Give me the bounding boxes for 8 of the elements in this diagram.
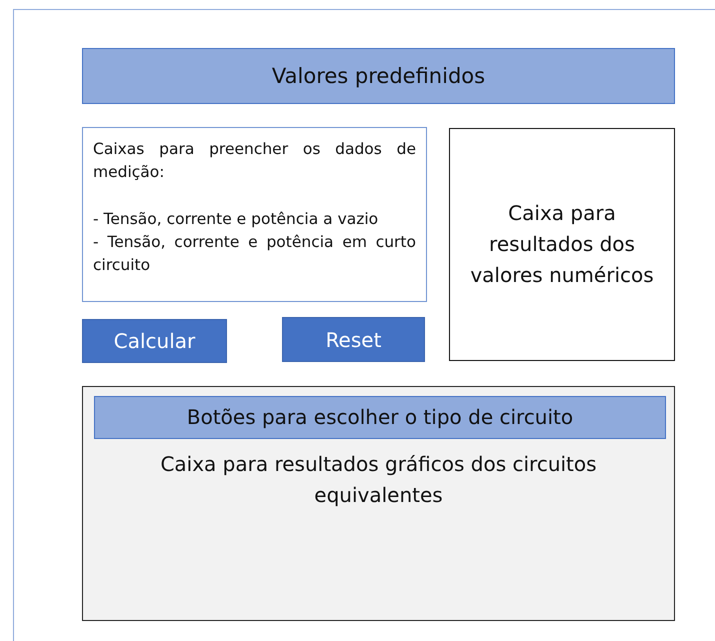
circuit-type-bar: Botões para escolher o tipo de circuito — [94, 396, 666, 439]
action-button: Calcular — [82, 319, 227, 363]
action-button: Reset — [282, 317, 425, 362]
panel-caption: Caixa para resultados gráficos dos circuitos equivalentes — [159, 451, 598, 509]
header-banner: Valores predefinidos — [82, 48, 675, 104]
numeric-results-box: Caixa para resultados dos valores numéricos — [449, 128, 675, 361]
input-description-box: Caixas para preencher os dados de medição: - Tensão, corrente e potência a vazio - Tensão, corrente e potência em curto circuito — [82, 127, 427, 302]
window-frame — [13, 9, 715, 641]
